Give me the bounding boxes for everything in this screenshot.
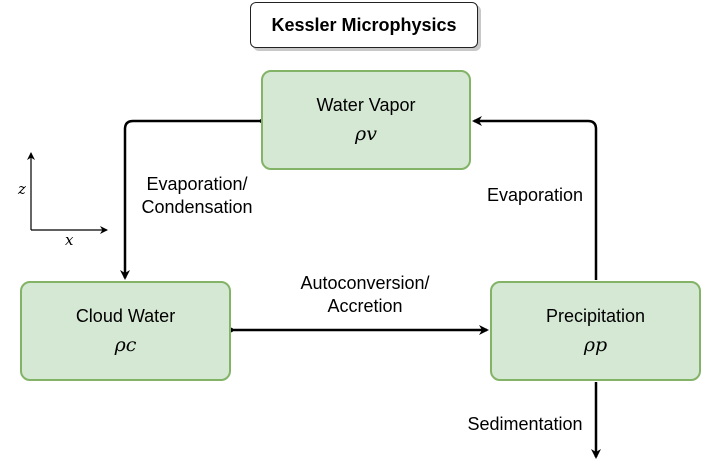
cloud-water-node: Cloud Water ρc xyxy=(20,281,231,381)
precipitation-label: Precipitation xyxy=(545,306,646,326)
water-vapor-label: Water Vapor xyxy=(316,95,416,115)
edge-evaporation xyxy=(472,116,598,280)
x-axis-label: x xyxy=(65,231,74,249)
edge-evap-cond xyxy=(120,116,267,280)
sedimentation-label: Sedimentation xyxy=(467,414,583,434)
water-vapor-symbol: ρv xyxy=(355,123,377,145)
autoconversion-label: Autoconversion/ Accretion xyxy=(280,272,450,318)
diagram-title: Kessler Microphysics xyxy=(250,2,478,48)
cloud-water-symbol: ρc xyxy=(114,334,137,356)
water-vapor-node: Water Vapor ρv xyxy=(261,70,471,170)
evap-cond-line1: Evaporation/ xyxy=(146,174,248,194)
precipitation-node: Precipitation ρp xyxy=(490,281,701,381)
autoconversion-line2: Accretion xyxy=(327,296,403,316)
precipitation-symbol: ρp xyxy=(583,334,608,356)
evaporation-label: Evaporation xyxy=(486,185,584,205)
evap-cond-line2: Condensation xyxy=(141,197,253,217)
evap-cond-label: Evaporation/ Condensation xyxy=(124,173,270,219)
autoconversion-line1: Autoconversion/ xyxy=(300,273,430,293)
z-axis-label: z xyxy=(18,180,26,198)
cloud-water-label: Cloud Water xyxy=(75,306,176,326)
